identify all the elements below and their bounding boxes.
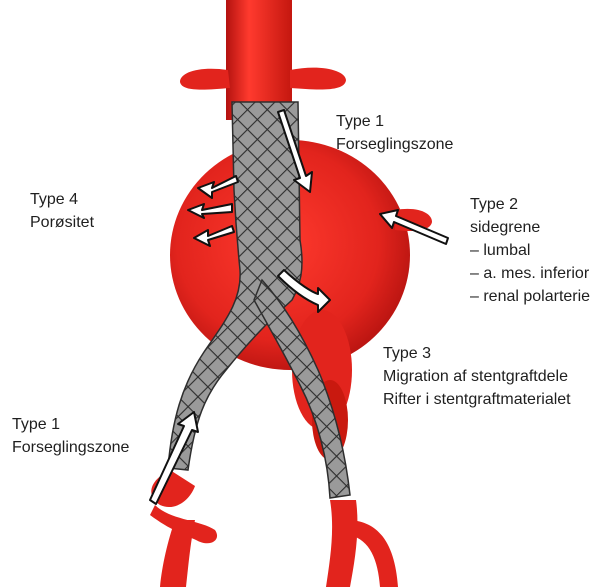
label-line: Migration af stentgraftdele	[383, 365, 571, 388]
label-line: Forseglingszone	[12, 436, 129, 459]
label-title: Type 4	[30, 188, 94, 211]
label-type1-bottom: Type 1 Forseglingszone	[12, 413, 129, 459]
label-line: – a. mes. inferior	[470, 262, 590, 285]
label-type2: Type 2 sidegrene – lumbal – a. mes. infe…	[470, 193, 590, 308]
label-line: Porøsitet	[30, 211, 94, 234]
label-line: – lumbal	[470, 239, 590, 262]
label-line: sidegrene	[470, 216, 590, 239]
label-title: Type 1	[12, 413, 129, 436]
label-type3: Type 3 Migration af stentgraftdele Rifte…	[383, 342, 571, 411]
label-title: Type 3	[383, 342, 571, 365]
label-title: Type 1	[336, 110, 453, 133]
label-title: Type 2	[470, 193, 590, 216]
label-line: – renal polarterie	[470, 285, 590, 308]
label-line: Rifter i stentgraftmaterialet	[383, 388, 571, 411]
label-line: Forseglingszone	[336, 133, 453, 156]
label-type1-top: Type 1 Forseglingszone	[336, 110, 453, 156]
label-type4: Type 4 Porøsitet	[30, 188, 94, 234]
